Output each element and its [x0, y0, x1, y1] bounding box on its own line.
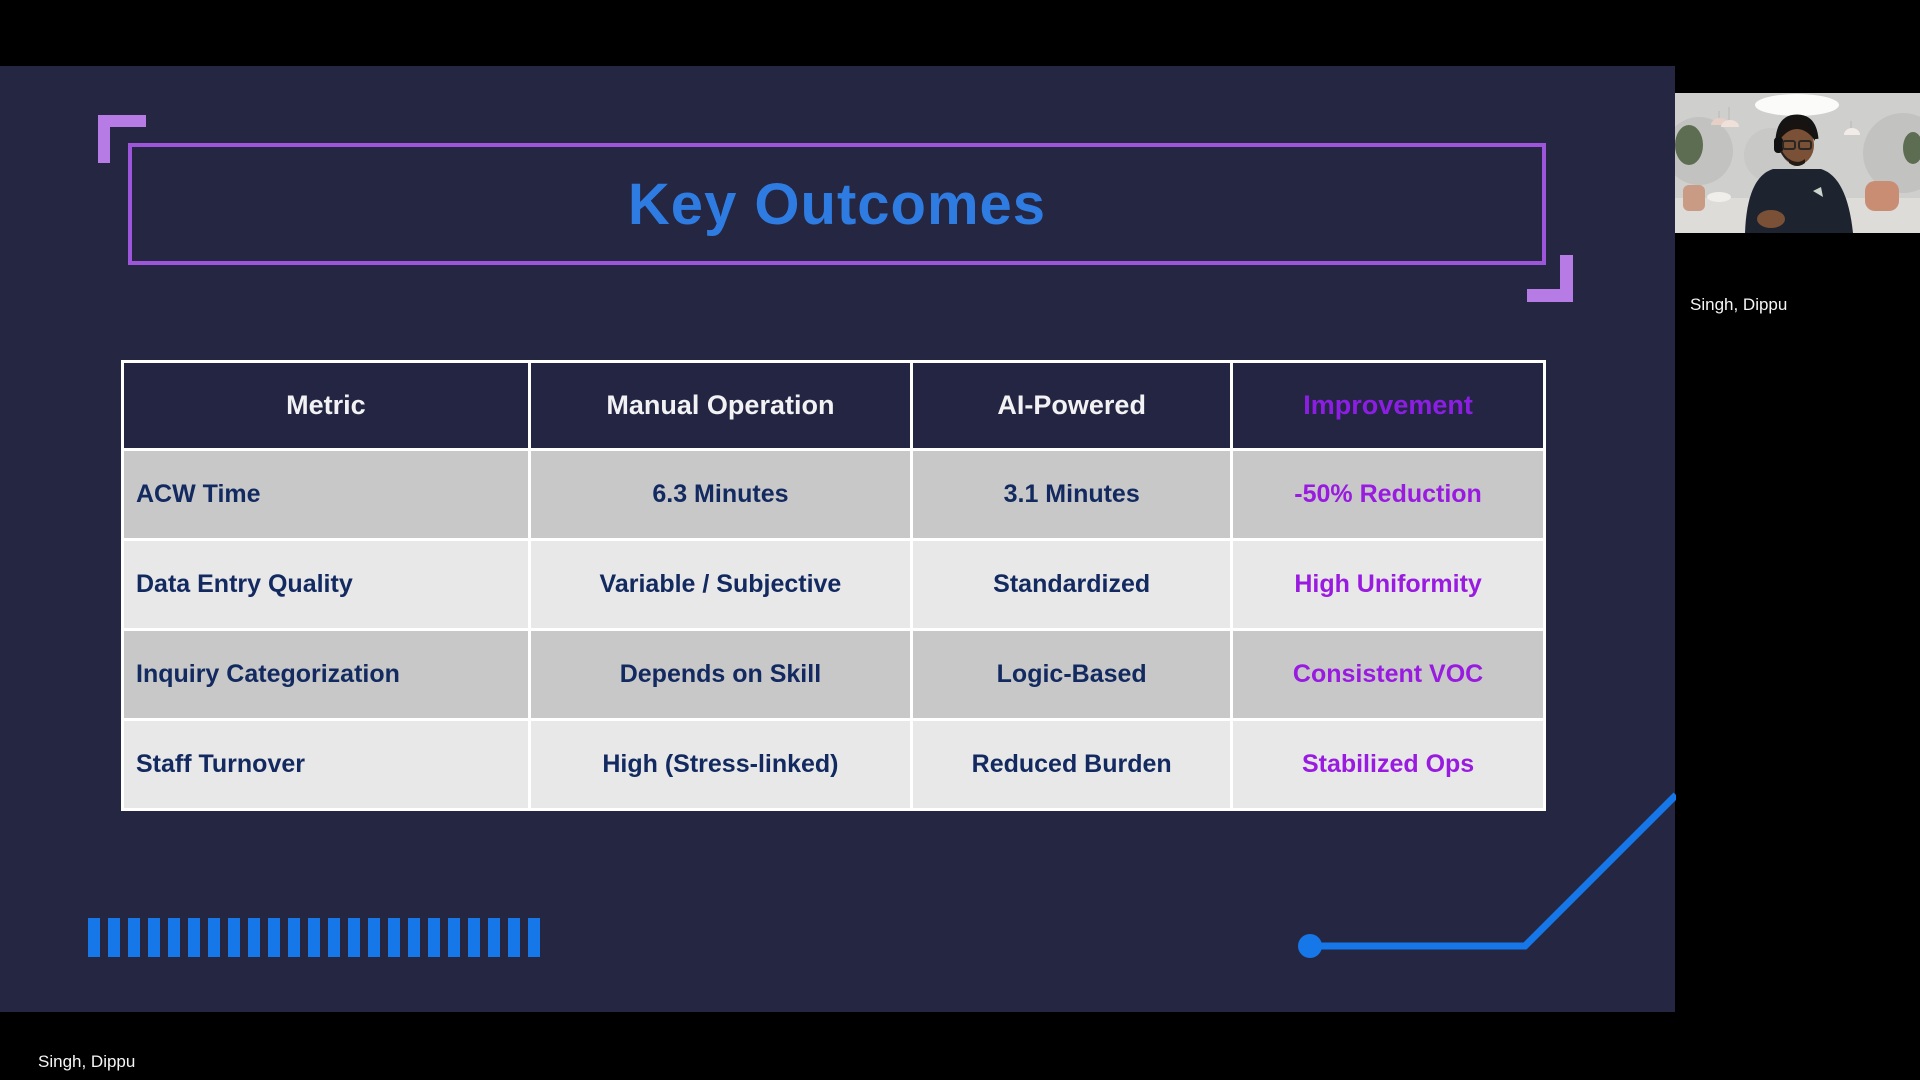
plant-right	[1903, 132, 1920, 164]
deco-bar	[368, 918, 380, 957]
cell-improvement: -50% Reduction	[1230, 448, 1546, 541]
table-row: ACW Time 6.3 Minutes 3.1 Minutes -50% Re…	[121, 448, 1546, 541]
deco-bar	[308, 918, 320, 957]
headset-earcup	[1774, 137, 1783, 153]
col-header-manual: Manual Operation	[527, 360, 914, 451]
table-row: Staff Turnover High (Stress-linked) Redu…	[121, 718, 1546, 811]
cell-ai: 3.1 Minutes	[910, 448, 1234, 541]
col-header-improvement: Improvement	[1230, 360, 1546, 451]
deco-bar	[408, 918, 420, 957]
cell-manual: High (Stress-linked)	[527, 718, 914, 811]
glasses	[1798, 140, 1812, 150]
person-hair	[1779, 119, 1815, 141]
slide-title-box: Key Outcomes	[128, 143, 1546, 265]
headset-band	[1775, 114, 1819, 140]
corner-bracket-bottom-right	[1527, 255, 1573, 302]
deco-bar	[488, 918, 500, 957]
presenter-name-label: Singh, Dippu	[38, 1052, 136, 1071]
deco-bar	[528, 918, 540, 957]
person-head	[1780, 125, 1814, 165]
cell-metric: ACW Time	[121, 448, 531, 541]
side-table	[1707, 192, 1731, 202]
deco-line-graphic	[1298, 792, 1676, 958]
deco-bar	[268, 918, 280, 957]
deco-bar	[428, 918, 440, 957]
deco-bar	[228, 918, 240, 957]
corner-bracket-top-left	[98, 115, 146, 163]
shared-slide: Key Outcomes Metric Manual Operation AI-…	[0, 66, 1676, 1012]
cell-metric: Staff Turnover	[121, 718, 531, 811]
ceiling-light	[1755, 94, 1839, 116]
outcomes-table: Metric Manual Operation AI-Powered Impro…	[121, 360, 1546, 811]
deco-bar	[168, 918, 180, 957]
person-beard	[1789, 159, 1805, 166]
cell-improvement: Stabilized Ops	[1230, 718, 1546, 811]
deco-bar	[508, 918, 520, 957]
table-header-row: Metric Manual Operation AI-Powered Impro…	[121, 360, 1546, 451]
cell-ai: Logic-Based	[910, 628, 1234, 721]
cell-metric: Inquiry Categorization	[121, 628, 531, 721]
deco-bars	[88, 918, 540, 957]
person-hand	[1757, 210, 1785, 228]
webcam-tile[interactable]	[1675, 93, 1920, 233]
wall-arch-right	[1863, 113, 1920, 193]
participant-name-label: Singh, Dippu	[1690, 295, 1788, 314]
cell-ai: Standardized	[910, 538, 1234, 631]
deco-line-dot	[1298, 934, 1322, 958]
deco-bar	[348, 918, 360, 957]
col-header-ai: AI-Powered	[910, 360, 1234, 451]
cell-manual: Variable / Subjective	[527, 538, 914, 631]
cell-metric: Data Entry Quality	[121, 538, 531, 631]
table-row: Data Entry Quality Variable / Subjective…	[121, 538, 1546, 631]
webcam-video	[1675, 93, 1920, 233]
deco-bar	[188, 918, 200, 957]
deco-bar	[448, 918, 460, 957]
glasses	[1782, 140, 1796, 150]
col-header-metric: Metric	[121, 360, 531, 451]
armchair-right	[1865, 181, 1899, 211]
pendant-lamp	[1721, 120, 1739, 127]
stool-left	[1683, 185, 1705, 211]
deco-bar	[328, 918, 340, 957]
shirt-logo	[1813, 187, 1823, 197]
pendant-lamp	[1844, 128, 1860, 135]
cell-ai: Reduced Burden	[910, 718, 1234, 811]
cell-improvement: High Uniformity	[1230, 538, 1546, 631]
cell-manual: Depends on Skill	[527, 628, 914, 721]
deco-bar	[108, 918, 120, 957]
deco-bar	[248, 918, 260, 957]
deco-bar	[148, 918, 160, 957]
deco-bar	[468, 918, 480, 957]
deco-bar	[128, 918, 140, 957]
slide-title: Key Outcomes	[627, 171, 1047, 237]
plant-left	[1675, 125, 1703, 165]
deco-bar	[288, 918, 300, 957]
deco-bar	[388, 918, 400, 957]
cell-manual: 6.3 Minutes	[527, 448, 914, 541]
deco-bar	[208, 918, 220, 957]
deco-bar	[88, 918, 100, 957]
table-row: Inquiry Categorization Depends on Skill …	[121, 628, 1546, 721]
cell-improvement: Consistent VOC	[1230, 628, 1546, 721]
